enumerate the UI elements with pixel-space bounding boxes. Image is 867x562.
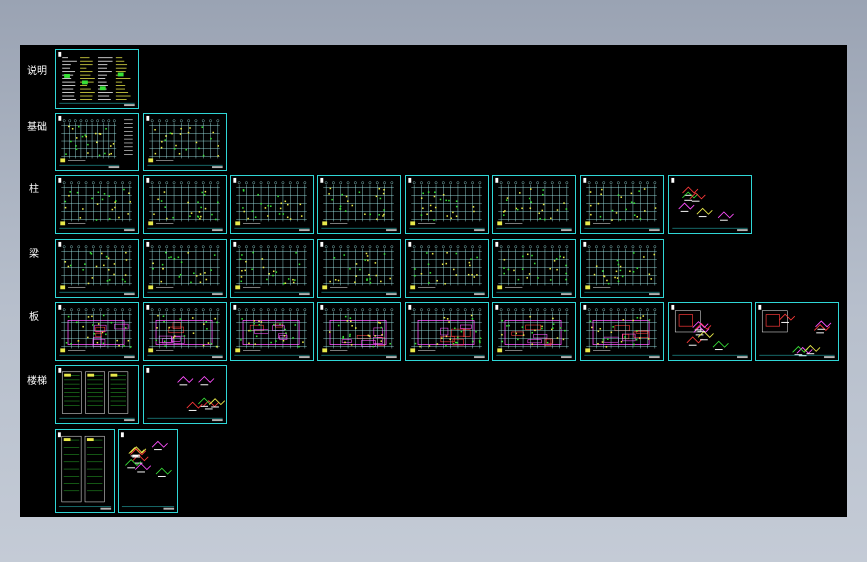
sheet-slab-2[interactable] [143,302,227,361]
sheet-stair-3[interactable] [55,429,115,513]
sheet-column-6[interactable] [492,175,576,234]
sheet-column-3[interactable] [230,175,314,234]
row-label-notes: 说明 [27,66,47,77]
sheet-slab-9[interactable] [755,302,839,361]
sheet-beam-7[interactable] [580,239,664,298]
sheet-column-1[interactable] [55,175,139,234]
sheet-beam-3[interactable] [230,239,314,298]
sheet-column-8[interactable] [668,175,752,234]
sheet-foundation-1[interactable] [55,113,139,171]
sheet-stair-4[interactable] [118,429,178,513]
sheet-column-2[interactable] [143,175,227,234]
row-label-beam: 梁 [29,249,39,260]
row-label-slab: 板 [29,312,39,323]
sheet-slab-1[interactable] [55,302,139,361]
cad-drawing-canvas[interactable]: 说明 基础 柱 梁 板 楼梯 [20,45,847,517]
sheet-column-5[interactable] [405,175,489,234]
sheet-beam-1[interactable] [55,239,139,298]
sheet-slab-8[interactable] [668,302,752,361]
sheet-slab-7[interactable] [580,302,664,361]
sheet-column-7[interactable] [580,175,664,234]
sheet-stair-1[interactable] [55,365,139,424]
sheet-notes[interactable] [55,49,139,109]
sheet-slab-4[interactable] [317,302,401,361]
sheet-beam-6[interactable] [492,239,576,298]
row-label-stair: 楼梯 [27,376,47,387]
row-label-column: 柱 [29,184,39,195]
sheet-slab-6[interactable] [492,302,576,361]
sheet-stair-2[interactable] [143,365,227,424]
sheet-slab-5[interactable] [405,302,489,361]
sheet-column-4[interactable] [317,175,401,234]
row-label-foundation: 基础 [27,122,47,133]
sheet-beam-2[interactable] [143,239,227,298]
sheet-beam-4[interactable] [317,239,401,298]
sheet-foundation-2[interactable] [143,113,227,171]
sheet-slab-3[interactable] [230,302,314,361]
sheet-beam-5[interactable] [405,239,489,298]
